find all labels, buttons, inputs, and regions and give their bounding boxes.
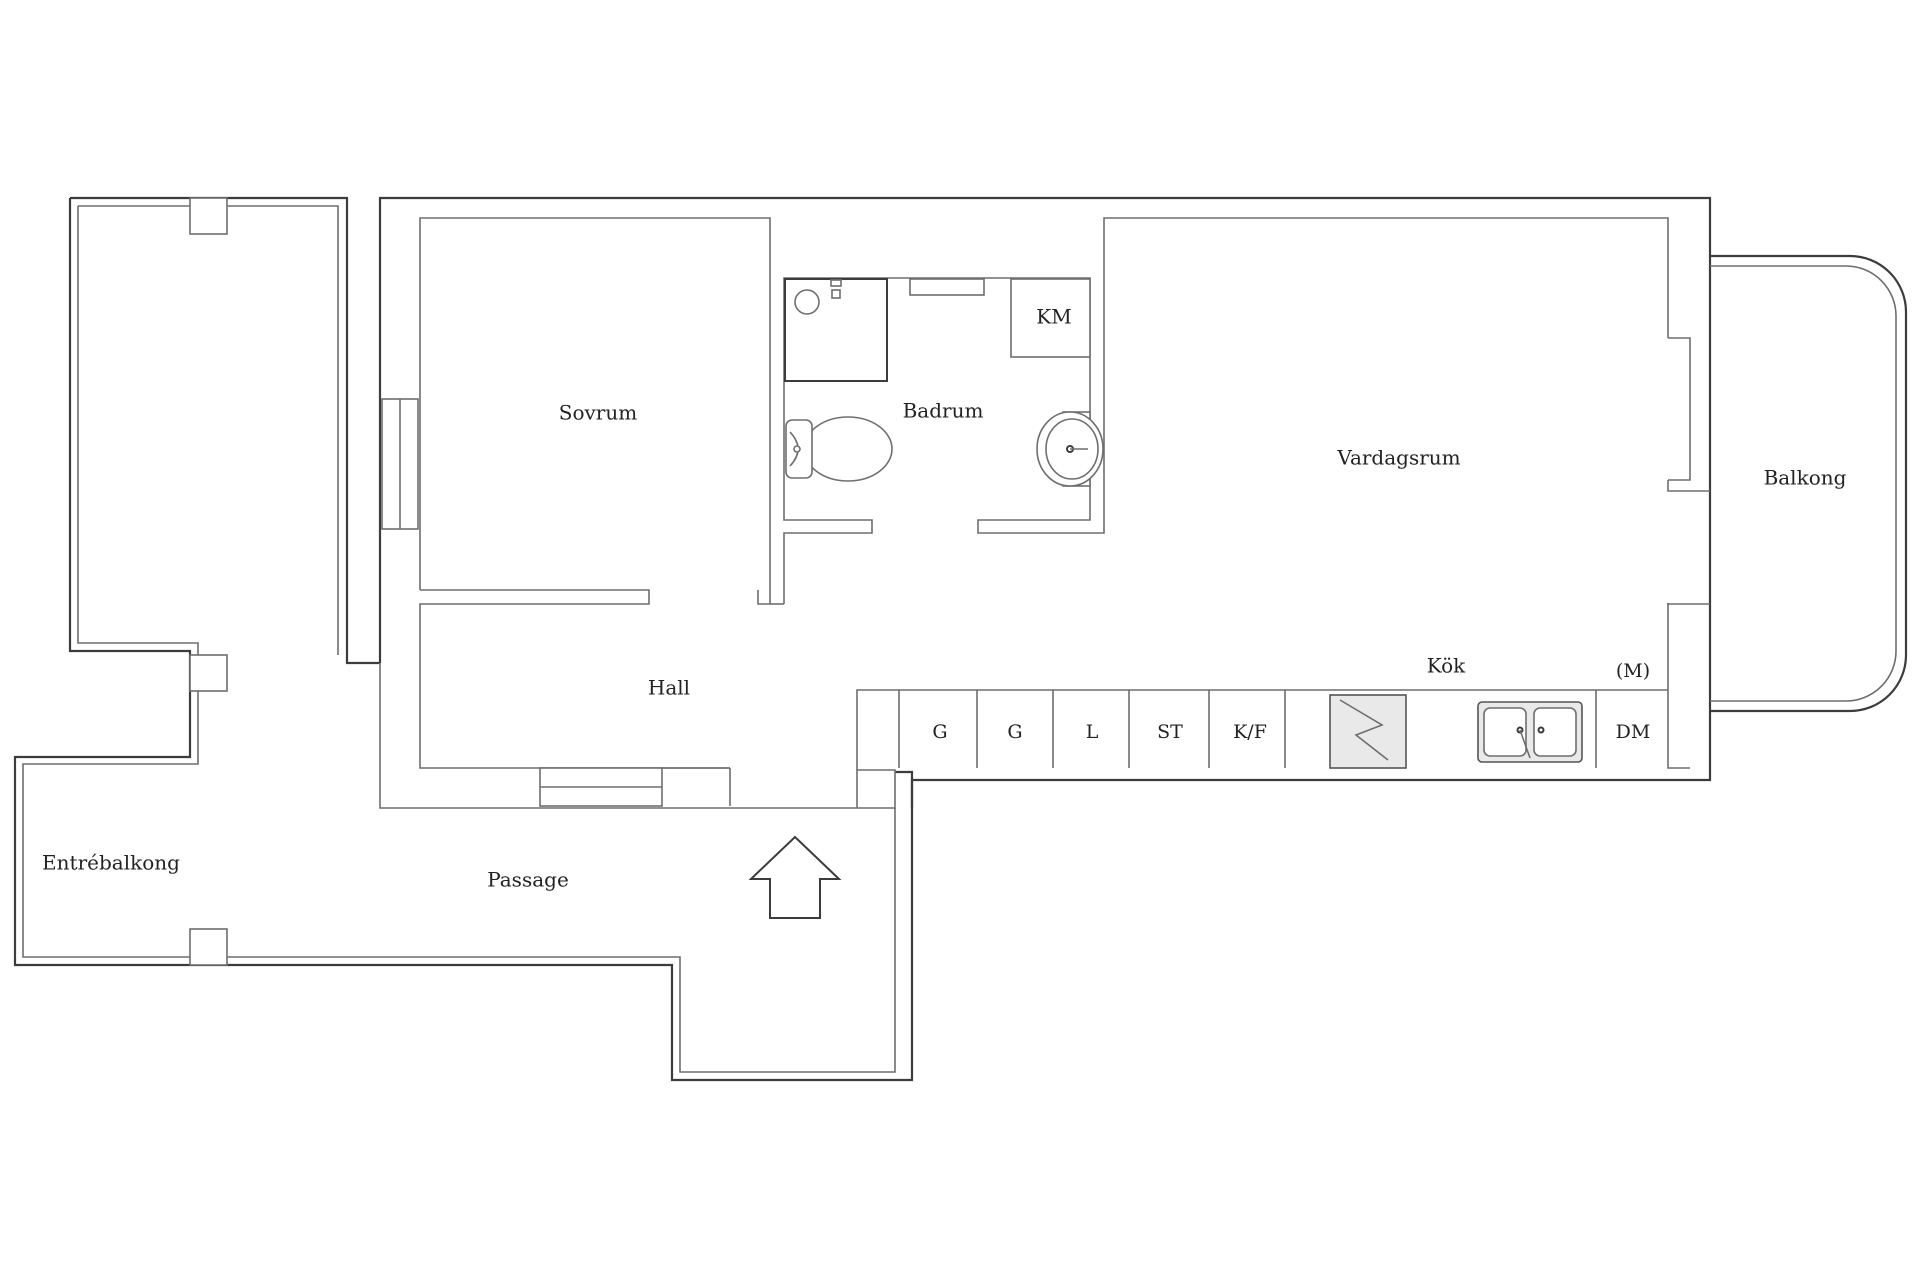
kitchen-unit-label: DM — [1616, 721, 1651, 743]
room-label-sovrum: Sovrum — [559, 401, 637, 425]
washing-machine-box — [1010, 278, 1091, 358]
balcony-right — [1710, 254, 1908, 713]
kitchen-units — [898, 690, 1597, 769]
entrance-arrow-icon — [748, 835, 842, 919]
bathroom-fixtures — [784, 278, 1104, 487]
kitchen-unit-label: G — [1007, 721, 1022, 743]
room-label-kok: Kök — [1427, 654, 1466, 678]
entrance-balcony-walls — [13, 196, 914, 1082]
balcony-post — [189, 928, 228, 966]
room-label-badrum: Badrum — [903, 399, 984, 423]
stove-icon — [1329, 694, 1407, 769]
room-label-entrebalkong: Entrébalkong — [42, 851, 180, 875]
radiator — [909, 278, 985, 296]
room-label-vardagsrum: Vardagsrum — [1336, 446, 1460, 470]
apartment-walls — [378, 196, 1712, 809]
room-label-m: (M) — [1616, 660, 1650, 682]
washbasin-icon — [1036, 411, 1104, 487]
kitchen-unit-label: K/F — [1233, 721, 1267, 743]
shower-icon — [784, 278, 888, 382]
kitchen-unit-label: L — [1086, 721, 1099, 743]
balcony-post — [189, 197, 228, 235]
room-label-km: KM — [1036, 305, 1071, 329]
room-label-hall: Hall — [648, 676, 690, 700]
kitchen-unit-label: ST — [1157, 721, 1183, 743]
room-label-passage: Passage — [487, 868, 569, 892]
room-label-balkong: Balkong — [1764, 466, 1847, 490]
balcony-post — [189, 654, 228, 692]
kitchen-unit-label: G — [932, 721, 947, 743]
sink-icon — [1477, 701, 1583, 763]
toilet-icon — [785, 416, 893, 482]
